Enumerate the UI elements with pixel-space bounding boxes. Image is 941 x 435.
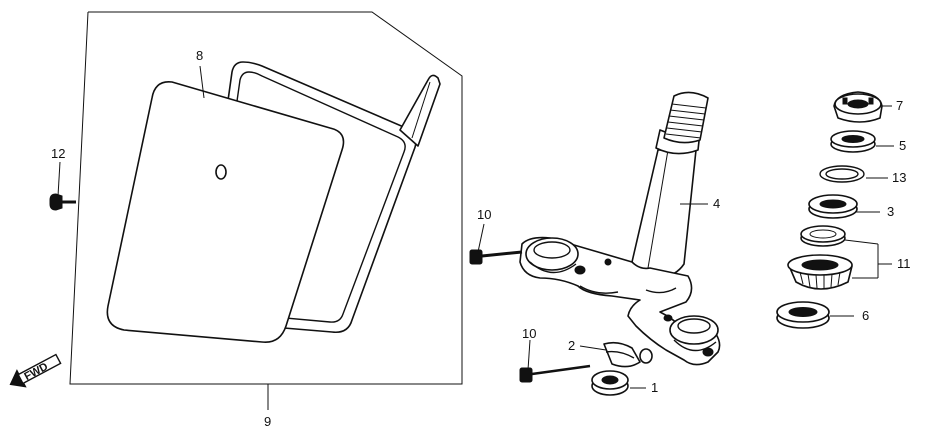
callout-6: 6 [862, 308, 869, 323]
callout-5: 5 [899, 138, 906, 153]
leader-lines [57, 65, 894, 389]
callout-10-upper: 10 [477, 207, 491, 222]
callout-8: 8 [196, 48, 203, 63]
callout-11: 11 [897, 256, 911, 271]
stem-nut-part-7 [833, 91, 883, 123]
callout-4: 4 [713, 196, 720, 211]
callout-9: 9 [264, 414, 271, 429]
bolt-part-10-upper [469, 249, 523, 265]
cone-race-part-5 [830, 130, 876, 153]
callout-12: 12 [51, 146, 65, 161]
callout-13: 13 [892, 170, 906, 185]
callout-2: 2 [568, 338, 575, 353]
clip-part-2 [603, 341, 653, 368]
forward-arrow: FWD [9, 353, 62, 388]
bolt-part-10-lower [519, 364, 591, 383]
callout-labels: 8 12 9 10 10 2 1 4 7 5 13 3 11 6 [51, 48, 911, 429]
callout-7: 7 [896, 98, 903, 113]
callout-10-lower: 10 [522, 326, 536, 341]
assembly-box-part-9 [69, 11, 463, 410]
ball-race-part-3 [808, 194, 858, 219]
bearing-race-part-11 [800, 225, 846, 247]
callout-3: 3 [887, 204, 894, 219]
grommet-part-1 [591, 370, 629, 396]
tapered-roller-bearing-part-11 [787, 254, 853, 290]
number-plate-part-8 [106, 81, 345, 343]
steering-stem-part-4 [519, 91, 721, 366]
callout-1: 1 [651, 380, 658, 395]
bolt-part-12 [49, 193, 76, 211]
steel-balls-part-13 [819, 165, 865, 183]
fwd-label: FWD [22, 361, 50, 383]
dust-seal-part-6 [776, 301, 830, 329]
